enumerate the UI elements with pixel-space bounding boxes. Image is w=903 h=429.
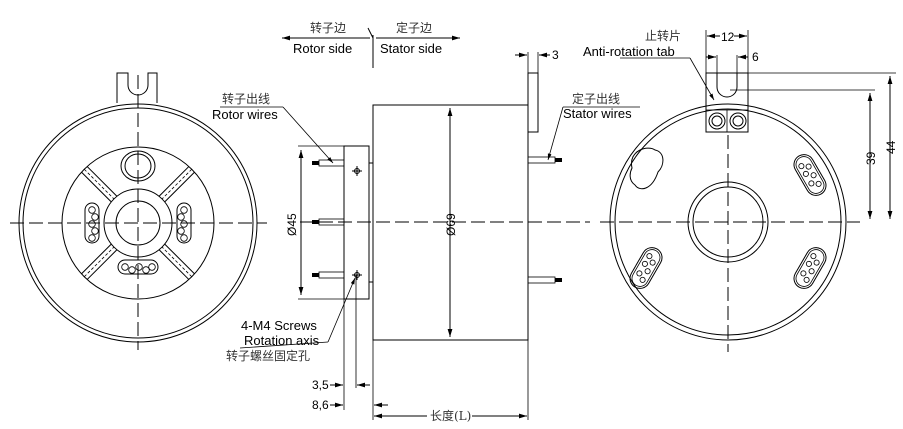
wire-hole [128, 266, 136, 274]
wire-hole [639, 276, 646, 283]
wire-hole [142, 266, 150, 274]
anti-rotation-leader [689, 57, 715, 101]
wire-hole [815, 180, 822, 187]
wire-hole [808, 268, 815, 275]
wire-hole [180, 234, 188, 242]
wire-pockets-right-view [629, 154, 827, 289]
side-view: 转子边 Rotor side 定子边 Stator side Ø45 Ø69 3 [212, 20, 640, 423]
spokes [81, 166, 195, 280]
wire-pocket [793, 154, 827, 196]
stator-wire [527, 156, 556, 164]
wire-hole [808, 180, 815, 187]
side-divider-tick [367, 27, 374, 39]
height-39-label: 39 [864, 151, 878, 165]
tab-width-label: 12 [721, 30, 735, 44]
wire-hole [803, 276, 810, 283]
wire-hole [649, 259, 656, 266]
dia45-label: Ø45 [285, 213, 299, 236]
wire-hole [813, 259, 820, 266]
rotor-side-label: Rotor side [293, 41, 352, 56]
stator-side-label: Stator side [380, 41, 442, 56]
wire-hole [88, 234, 96, 242]
anti-rotation-tab-side [527, 72, 539, 133]
pocket-outline [793, 154, 827, 196]
wire-hole [644, 268, 651, 275]
wire-holes-left-view [88, 206, 188, 274]
stator-wires-cn-label: 定子出线 [572, 91, 620, 106]
screw-holes-cn-label: 转子螺丝固定孔 [226, 348, 310, 363]
wire-hole [646, 253, 653, 260]
wire-hole [148, 263, 156, 271]
wire-hole [91, 213, 99, 221]
rotor-wire [318, 271, 345, 279]
wire-hole [88, 220, 96, 228]
rotation-axis-label: Rotation axis [244, 333, 320, 348]
wire-hole [180, 220, 188, 228]
rotor-side-cn-label: 转子边 [310, 20, 346, 35]
pocket-outline [793, 247, 827, 289]
wire-hole [800, 270, 807, 277]
wire-hole [88, 206, 96, 214]
wire-pocket [629, 247, 663, 289]
stator-side-cn-label: 定子边 [396, 20, 432, 35]
wire-hole [810, 253, 817, 260]
screw-hole-bottom [352, 270, 362, 280]
pocket-inner [631, 249, 661, 287]
wire-hole [805, 260, 812, 267]
wire-hole [641, 260, 648, 267]
tab-ring-right-inner [732, 115, 744, 127]
rotor-wires-cn-label: 转子出线 [222, 91, 270, 106]
wire-hole [805, 163, 812, 170]
notch-lobe [629, 147, 664, 190]
wire-pocket [793, 247, 827, 289]
wire-hole [636, 270, 643, 277]
screw-hole-top [352, 166, 362, 176]
wire-hole [121, 263, 129, 271]
tab-slot [716, 73, 738, 98]
wire-hole [135, 263, 143, 271]
rotor-end-view [10, 72, 267, 350]
tab-ring-right [729, 112, 747, 130]
anti-rotation-tab-left [116, 72, 158, 103]
length-label: 长度(L) [430, 408, 471, 423]
wire-hole [91, 227, 99, 235]
wire-hole [177, 227, 185, 235]
wire-hole [180, 206, 188, 214]
anti-rotation-label: Anti-rotation tab [583, 44, 675, 59]
tab-thickness-label: 3 [552, 48, 559, 62]
tab-ring-left [708, 112, 726, 130]
pocket-inner [795, 249, 825, 287]
wire-hole [177, 213, 185, 221]
pocket-outline [629, 247, 663, 289]
stator-wires-label: Stator wires [563, 106, 632, 121]
pocket-inner [795, 156, 825, 194]
wires [312, 156, 562, 284]
screws-label: 4-M4 Screws [241, 318, 317, 333]
dia69-label: Ø69 [444, 213, 458, 236]
stator-wire [527, 276, 556, 284]
dim-3-5-label: 3,5 [312, 378, 329, 392]
tab-ring-left-inner [711, 115, 723, 127]
slot-width-label: 6 [752, 50, 759, 64]
wire-hole [798, 163, 805, 170]
screws-leader [327, 277, 356, 343]
rotation-axis-underline [239, 341, 329, 349]
wire-hole [810, 172, 817, 179]
height-44-label: 44 [884, 140, 898, 154]
dim-8-6-label: 8,6 [312, 398, 329, 412]
stator-wires-leader [547, 106, 564, 161]
anti-rotation-cn-label: 止转片 [645, 28, 681, 43]
rotor-wires-leader [282, 106, 334, 164]
rotor-wires-label: Rotor wires [212, 107, 278, 122]
wire-hole [802, 170, 809, 177]
stator-end-view: 12 6 39 44 止转片 Anti-rotation tab [583, 28, 898, 352]
